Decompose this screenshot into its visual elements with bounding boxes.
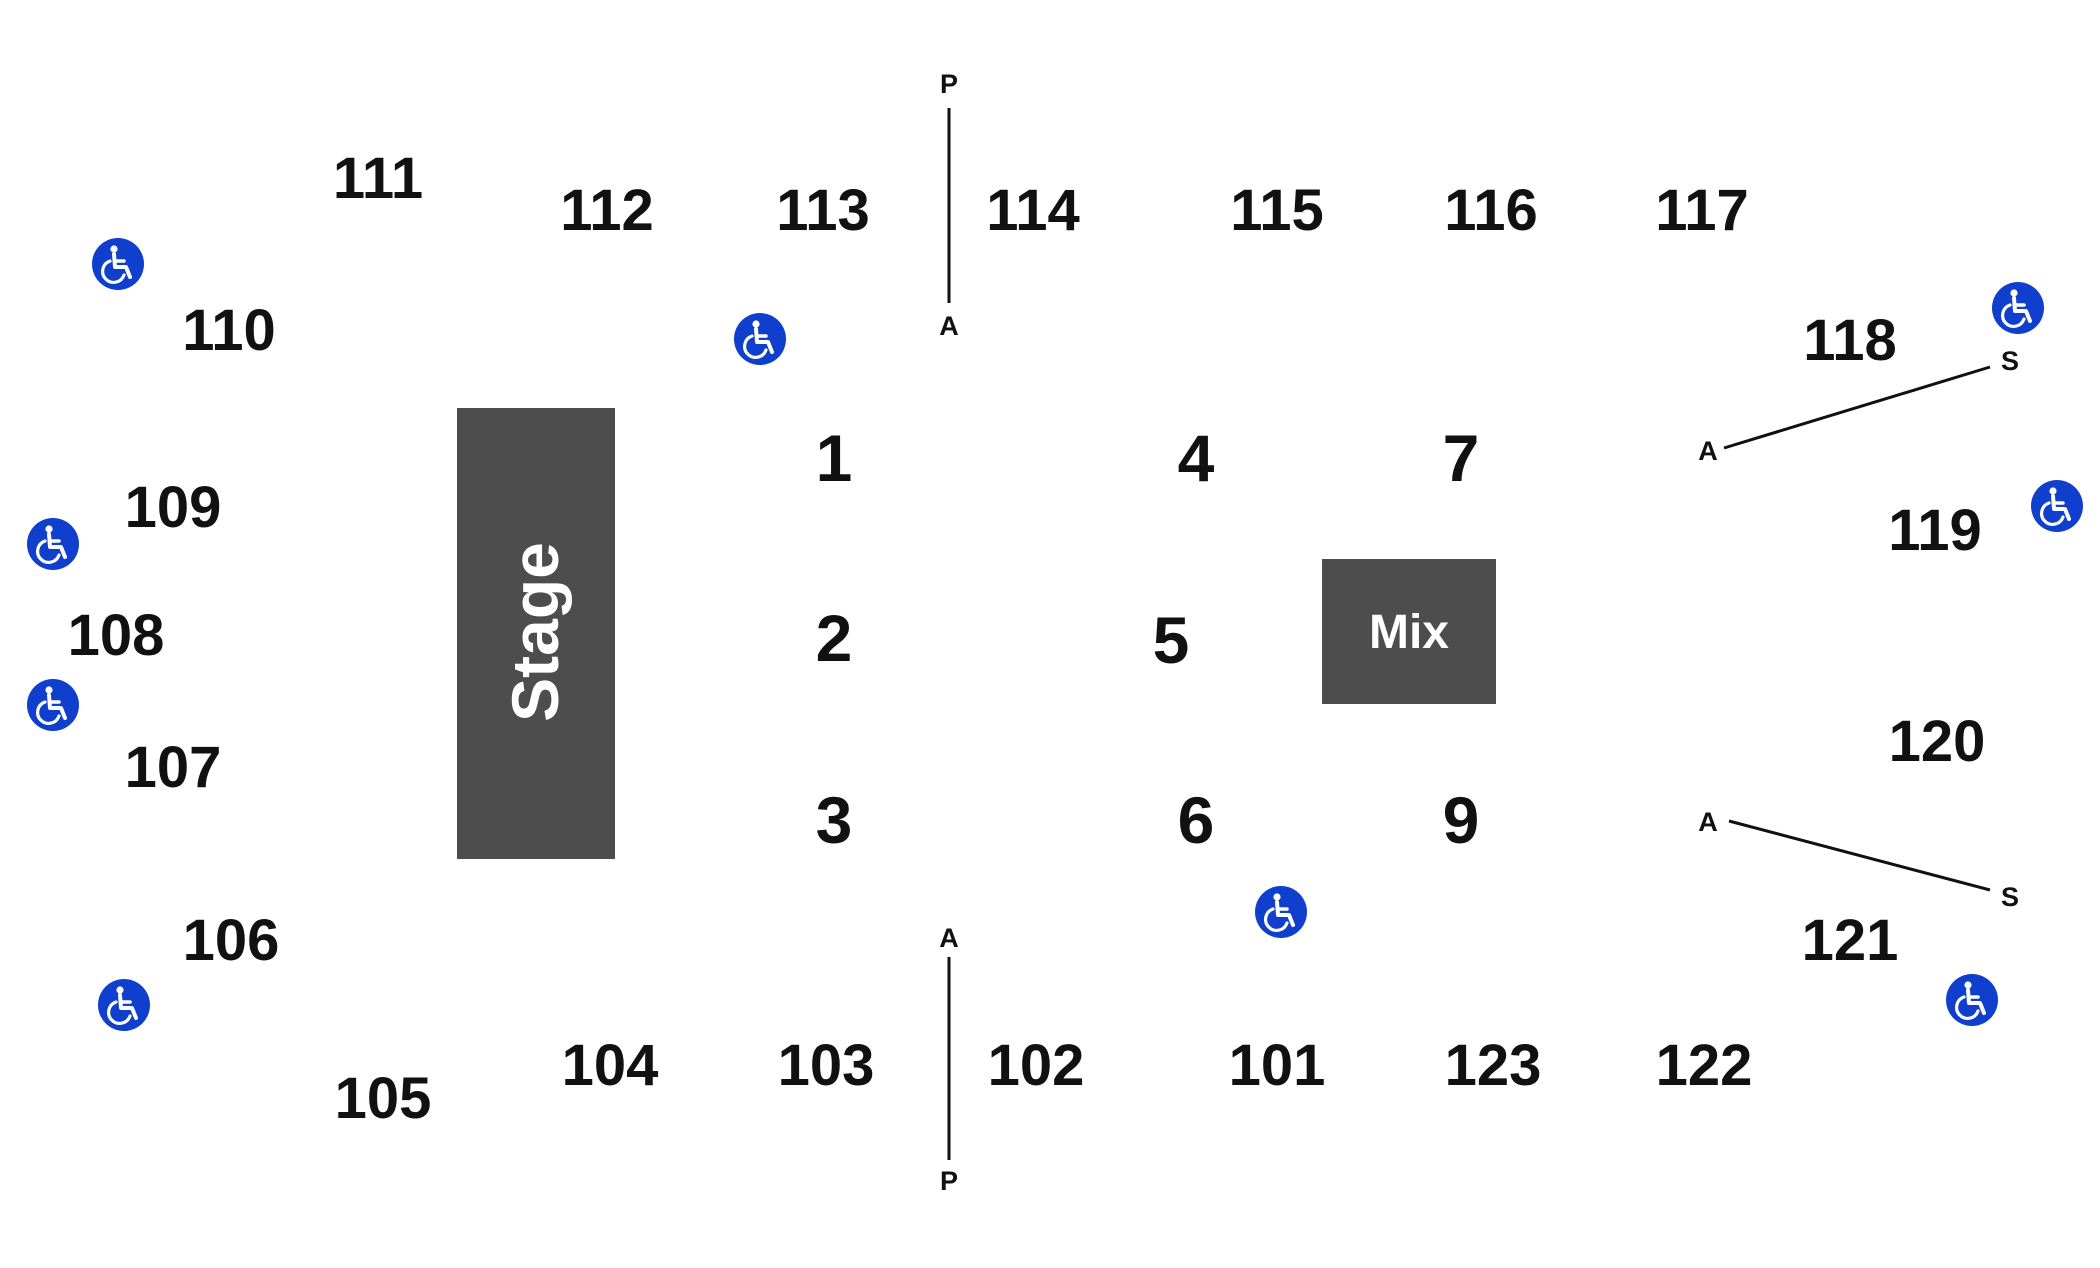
divider-right-lower: A S <box>1698 807 2019 912</box>
floor-section-3[interactable]: 3 <box>816 783 853 857</box>
section-122[interactable]: 122 <box>1656 1033 1753 1098</box>
divider-right-upper: A S <box>1698 346 2019 466</box>
floor-section-4[interactable]: 4 <box>1178 421 1215 495</box>
stage-label: Stage <box>498 542 572 722</box>
divider-bottom: A P <box>939 923 959 1196</box>
wheelchair-icon[interactable] <box>98 979 150 1031</box>
divider-top: P A <box>939 69 959 341</box>
divider-top-end-label: A <box>939 311 959 341</box>
section-110[interactable]: 110 <box>182 298 276 363</box>
section-111[interactable]: 111 <box>333 146 423 211</box>
divider-right-upper-end-label: S <box>2001 346 2019 376</box>
section-107[interactable]: 107 <box>125 735 222 800</box>
wheelchair-icon[interactable] <box>1946 974 1998 1026</box>
divider-bottom-end-label: P <box>940 1166 958 1196</box>
divider-top-start-label: P <box>940 69 958 99</box>
section-121[interactable]: 121 <box>1802 908 1899 973</box>
section-114[interactable]: 114 <box>986 178 1080 243</box>
section-103[interactable]: 103 <box>778 1033 875 1098</box>
wheelchair-icon[interactable] <box>1255 886 1307 938</box>
stage[interactable]: Stage <box>457 408 615 859</box>
floor-section-2[interactable]: 2 <box>816 601 853 675</box>
section-108[interactable]: 108 <box>68 603 165 668</box>
floor-section-7[interactable]: 7 <box>1443 421 1480 495</box>
mix-block <box>1322 559 1496 704</box>
section-113[interactable]: 113 <box>776 178 870 243</box>
mix-position[interactable]: Mix <box>1322 559 1496 704</box>
floor-section-5[interactable]: 5 <box>1153 603 1190 677</box>
wheelchair-icon[interactable] <box>734 313 786 365</box>
section-115[interactable]: 115 <box>1230 178 1324 243</box>
floor-section-1[interactable]: 1 <box>816 421 853 495</box>
floor-section-9[interactable]: 9 <box>1443 783 1480 857</box>
divider-right-upper-start-label: A <box>1698 436 1718 466</box>
section-105[interactable]: 105 <box>335 1066 432 1131</box>
section-106[interactable]: 106 <box>183 908 280 973</box>
divider-bottom-start-label: A <box>939 923 959 953</box>
section-116[interactable]: 116 <box>1444 178 1538 243</box>
section-120[interactable]: 120 <box>1889 709 1986 774</box>
floor-sections: 1 2 3 4 5 6 7 9 <box>816 421 1480 857</box>
wheelchair-icon[interactable] <box>27 518 79 570</box>
section-109[interactable]: 109 <box>125 475 222 540</box>
accessible-seating-icons <box>27 238 2083 1031</box>
section-112[interactable]: 112 <box>560 178 654 243</box>
section-123[interactable]: 123 <box>1445 1033 1542 1098</box>
divider-right-lower-end-label: S <box>2001 882 2019 912</box>
wheelchair-icon[interactable] <box>27 679 79 731</box>
stage-block <box>457 408 615 859</box>
divider-right-lower-start-label: A <box>1698 807 1718 837</box>
wheelchair-icon[interactable] <box>92 238 144 290</box>
section-102[interactable]: 102 <box>988 1033 1085 1098</box>
section-117[interactable]: 117 <box>1655 178 1749 243</box>
floor-section-6[interactable]: 6 <box>1178 783 1215 857</box>
wheelchair-icon[interactable] <box>1992 282 2044 334</box>
section-118[interactable]: 118 <box>1803 308 1897 373</box>
section-101[interactable]: 101 <box>1229 1033 1326 1098</box>
sections: 111 112 113 114 115 116 117 118 119 120 … <box>68 146 1986 1131</box>
mix-label: Mix <box>1369 606 1449 659</box>
wheelchair-icon[interactable] <box>2031 480 2083 532</box>
section-104[interactable]: 104 <box>562 1033 659 1098</box>
section-119[interactable]: 119 <box>1888 498 1982 563</box>
